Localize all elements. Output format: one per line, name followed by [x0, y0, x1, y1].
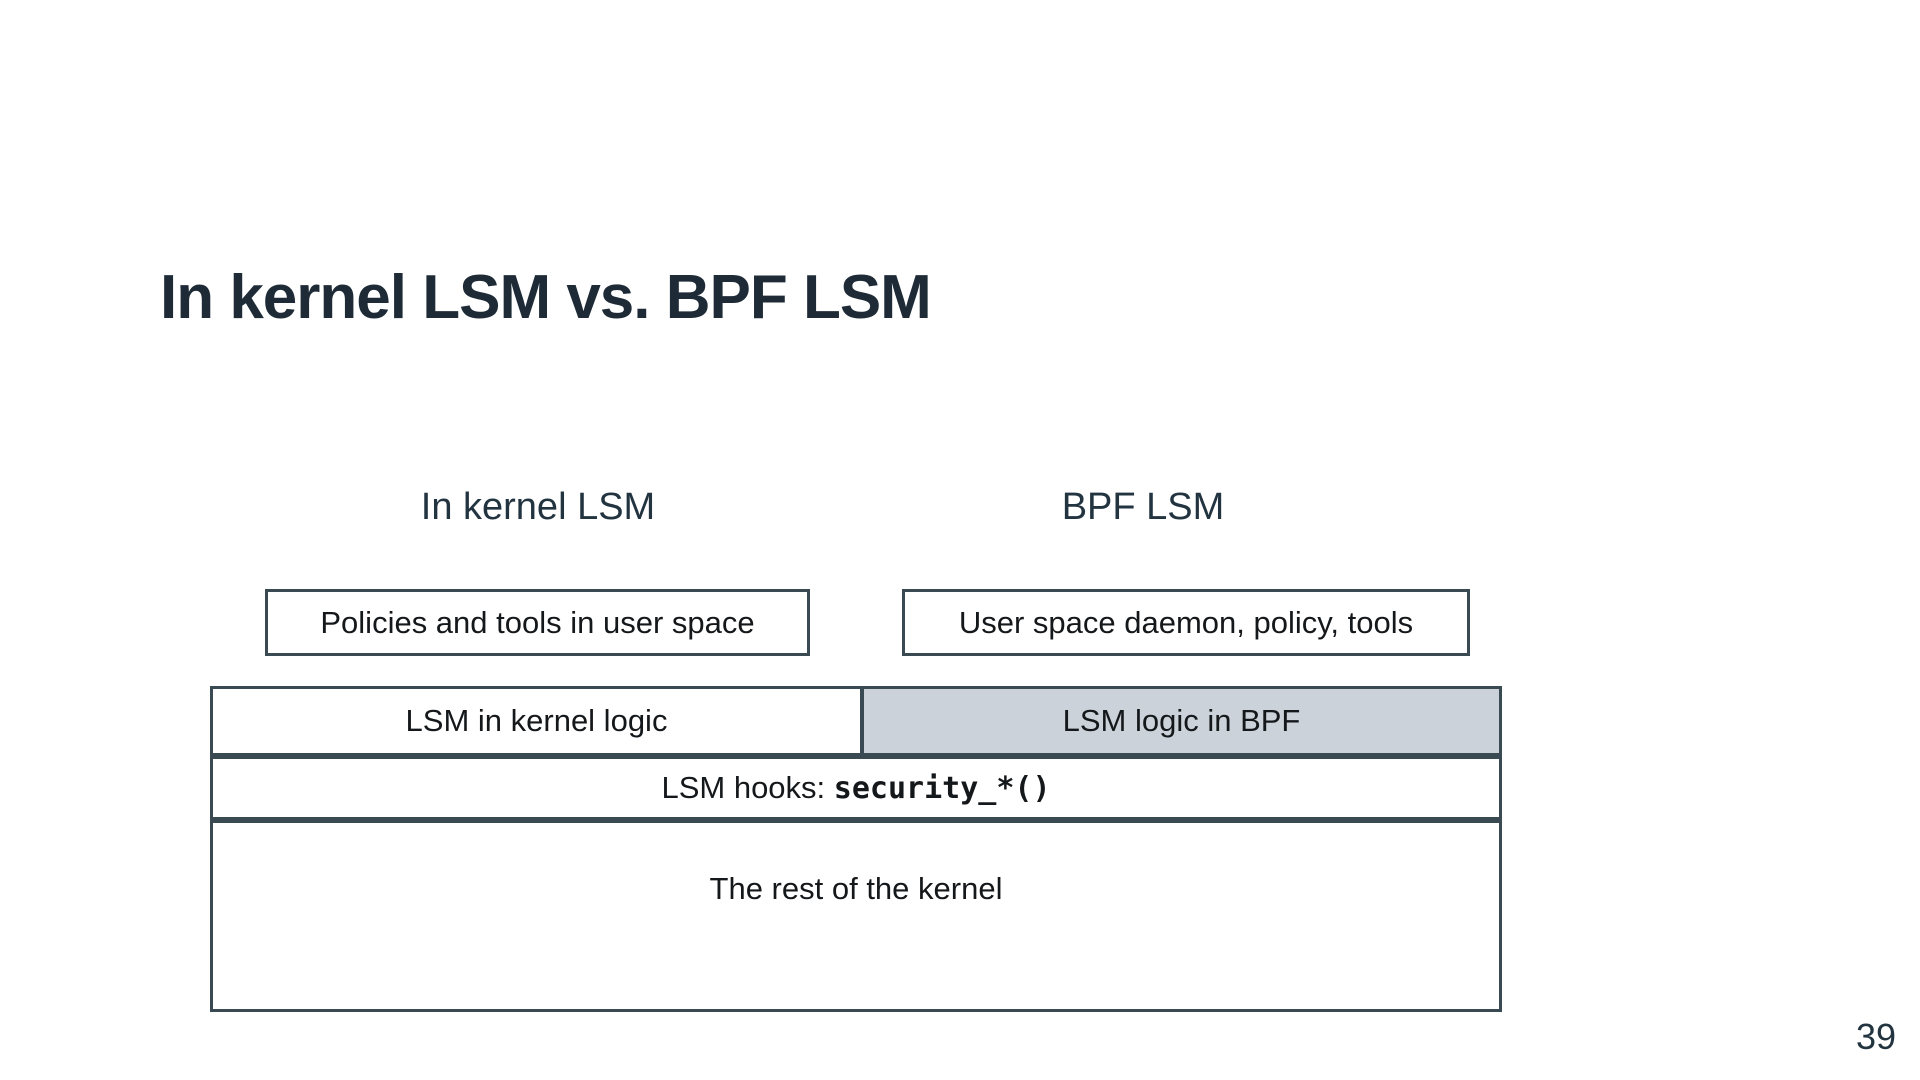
cell-lsm-logic-in-bpf-label: LSM logic in BPF: [1062, 703, 1301, 738]
cell-lsm-in-kernel-logic-label: LSM in kernel logic: [405, 703, 668, 738]
rest-of-kernel-label: The rest of the kernel: [709, 871, 1003, 906]
slide-title: In kernel LSM vs. BPF LSM: [160, 263, 932, 332]
column-header-bpf-lsm: BPF LSM: [1061, 486, 1225, 528]
lsm-hooks-label: LSM hooks:: [661, 770, 834, 805]
row-rest-of-kernel: The rest of the kernel: [210, 820, 1502, 1012]
box-user-space-daemon-policy-tools: User space daemon, policy, tools: [902, 589, 1470, 656]
kernel-stack-diagram: LSM in kernel logic LSM logic in BPF LSM…: [210, 686, 1502, 1012]
column-header-in-kernel-lsm: In kernel LSM: [420, 486, 656, 528]
page-number: 39: [1855, 1016, 1896, 1057]
lsm-hooks-code: security_*(): [833, 770, 1051, 806]
row-lsm-logic: LSM in kernel logic LSM logic in BPF: [210, 686, 1502, 756]
box-policies-tools-user-space-label: Policies and tools in user space: [320, 604, 755, 640]
box-policies-tools-user-space: Policies and tools in user space: [265, 589, 810, 656]
row-lsm-hooks: LSM hooks: security_*(): [210, 756, 1502, 820]
box-user-space-daemon-policy-tools-label: User space daemon, policy, tools: [958, 604, 1414, 640]
cell-lsm-logic-in-bpf: LSM logic in BPF: [864, 689, 1499, 753]
cell-lsm-in-kernel-logic: LSM in kernel logic: [213, 689, 864, 753]
